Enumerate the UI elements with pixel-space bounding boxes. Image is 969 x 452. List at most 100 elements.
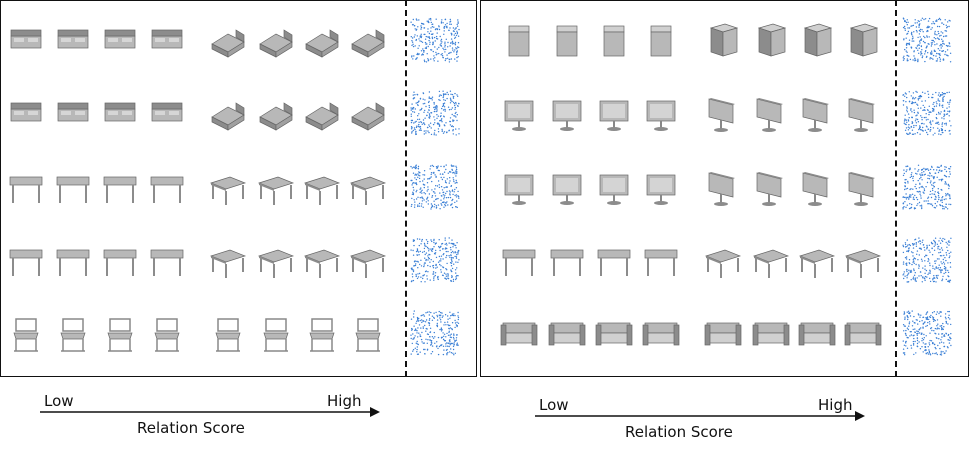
right-mesh-thumbnail (703, 236, 743, 284)
left-mesh-thumbnail (208, 16, 248, 64)
left-mesh-thumbnail (6, 163, 46, 211)
right-mesh-thumbnail (703, 309, 743, 357)
right-point-cloud (897, 10, 957, 70)
left-mesh-thumbnail (348, 309, 388, 357)
right-mesh-thumbnail (547, 163, 587, 211)
right-mesh-thumbnail (641, 163, 681, 211)
right-mesh-thumbnail (641, 89, 681, 137)
left-mesh-thumbnail (53, 89, 93, 137)
right-mesh-thumbnail (797, 16, 837, 64)
left-mesh-thumbnail (53, 163, 93, 211)
left-point-cloud (405, 10, 465, 70)
left-point-cloud (405, 230, 465, 290)
left-mesh-thumbnail (256, 16, 296, 64)
right-mesh-thumbnail (499, 163, 539, 211)
right-mesh-thumbnail (751, 163, 791, 211)
left-mesh-thumbnail (147, 16, 187, 64)
right-mesh-thumbnail (547, 16, 587, 64)
left-mesh-thumbnail (100, 89, 140, 137)
axis-high-label: High (327, 392, 362, 410)
right-point-cloud (897, 230, 957, 290)
right-mesh-thumbnail (843, 163, 883, 211)
right-mesh-thumbnail (797, 236, 837, 284)
right-mesh-thumbnail (499, 16, 539, 64)
left-panel (0, 0, 477, 377)
left-dashed-divider (405, 0, 407, 377)
right-mesh-thumbnail (751, 236, 791, 284)
left-mesh-thumbnail (147, 89, 187, 137)
left-mesh-thumbnail (147, 163, 187, 211)
left-mesh-thumbnail (256, 236, 296, 284)
right-dashed-divider (895, 0, 897, 377)
left-mesh-thumbnail (53, 236, 93, 284)
right-mesh-thumbnail (641, 16, 681, 64)
left-mesh-thumbnail (302, 16, 342, 64)
right-point-cloud (897, 157, 957, 217)
right-mesh-thumbnail (751, 16, 791, 64)
left-mesh-thumbnail (208, 89, 248, 137)
right-mesh-thumbnail (751, 309, 791, 357)
right-mesh-thumbnail (499, 236, 539, 284)
left-mesh-thumbnail (147, 236, 187, 284)
left-mesh-thumbnail (53, 309, 93, 357)
right-mesh-thumbnail (641, 236, 681, 284)
right-mesh-thumbnail (843, 236, 883, 284)
left-mesh-thumbnail (100, 16, 140, 64)
right-mesh-thumbnail (843, 309, 883, 357)
right-mesh-thumbnail (843, 16, 883, 64)
left-mesh-thumbnail (100, 236, 140, 284)
left-mesh-thumbnail (256, 163, 296, 211)
right-mesh-thumbnail (594, 89, 634, 137)
left-mesh-thumbnail (147, 309, 187, 357)
left-mesh-thumbnail (6, 89, 46, 137)
axis-arrow (535, 411, 865, 421)
left-mesh-thumbnail (348, 16, 388, 64)
right-mesh-thumbnail (797, 309, 837, 357)
left-mesh-thumbnail (208, 163, 248, 211)
right-mesh-thumbnail (594, 236, 634, 284)
right-mesh-thumbnail (547, 236, 587, 284)
right-point-cloud (897, 303, 957, 363)
axis-arrow (40, 407, 380, 417)
left-mesh-thumbnail (53, 16, 93, 64)
left-mesh-thumbnail (348, 236, 388, 284)
axis-left: Low High Relation Score (40, 388, 380, 448)
axis-low-label: Low (539, 396, 569, 414)
right-point-cloud (897, 83, 957, 143)
right-mesh-thumbnail (547, 309, 587, 357)
left-mesh-thumbnail (208, 236, 248, 284)
right-mesh-thumbnail (703, 16, 743, 64)
left-mesh-thumbnail (302, 163, 342, 211)
axis-high-label: High (818, 396, 853, 414)
left-mesh-thumbnail (348, 89, 388, 137)
left-point-cloud (405, 83, 465, 143)
right-mesh-thumbnail (843, 89, 883, 137)
right-mesh-thumbnail (797, 89, 837, 137)
right-mesh-thumbnail (499, 89, 539, 137)
right-mesh-thumbnail (703, 89, 743, 137)
left-mesh-thumbnail (100, 309, 140, 357)
right-mesh-thumbnail (594, 309, 634, 357)
right-mesh-thumbnail (594, 163, 634, 211)
left-mesh-thumbnail (100, 163, 140, 211)
left-mesh-thumbnail (256, 89, 296, 137)
left-mesh-thumbnail (256, 309, 296, 357)
left-mesh-thumbnail (348, 163, 388, 211)
left-mesh-thumbnail (208, 309, 248, 357)
left-mesh-thumbnail (302, 89, 342, 137)
left-point-cloud (405, 157, 465, 217)
right-mesh-thumbnail (499, 309, 539, 357)
left-mesh-thumbnail (6, 16, 46, 64)
left-point-cloud (405, 303, 465, 363)
axis-title: Relation Score (625, 423, 733, 441)
right-mesh-thumbnail (547, 89, 587, 137)
axis-low-label: Low (44, 392, 74, 410)
axis-title: Relation Score (137, 419, 245, 437)
right-mesh-thumbnail (751, 89, 791, 137)
left-mesh-thumbnail (6, 309, 46, 357)
right-mesh-thumbnail (797, 163, 837, 211)
axis-right: Low High Relation Score (535, 392, 865, 452)
right-mesh-thumbnail (703, 163, 743, 211)
right-mesh-thumbnail (594, 16, 634, 64)
left-mesh-thumbnail (302, 309, 342, 357)
